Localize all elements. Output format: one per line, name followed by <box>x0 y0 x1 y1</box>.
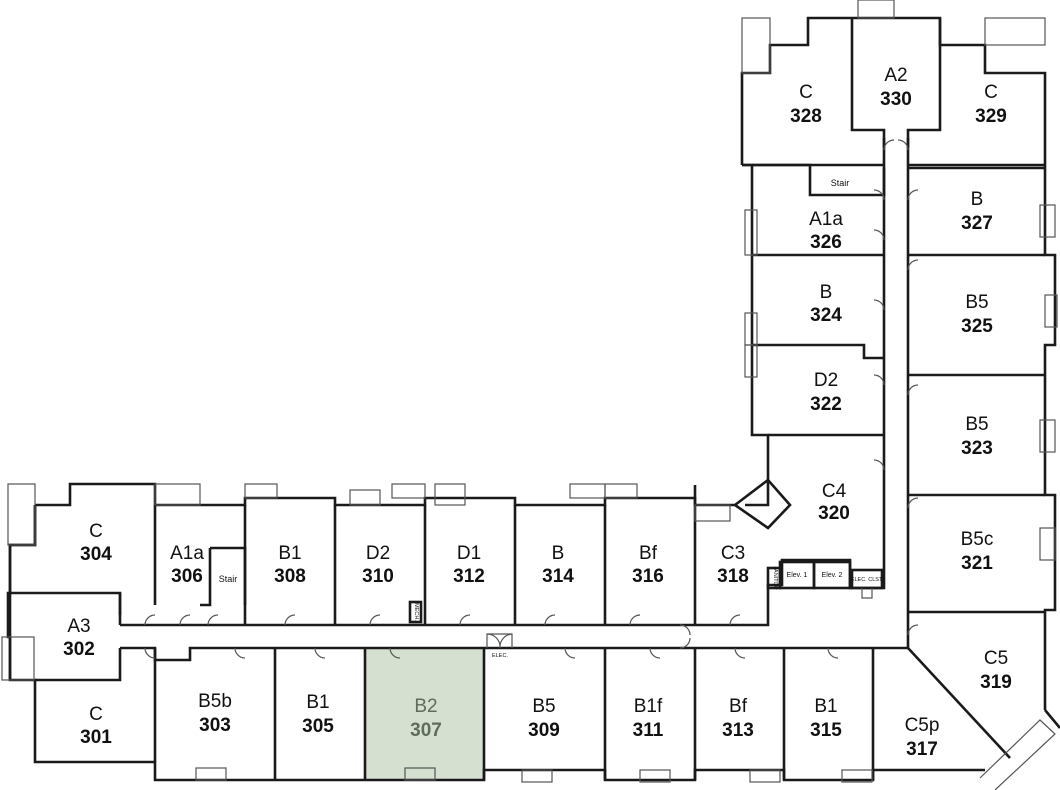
unit-type-label: A2 <box>884 65 907 86</box>
unit-number-label: 309 <box>528 720 560 741</box>
unit-number-label: 322 <box>810 394 842 415</box>
unit-number-label: 321 <box>961 553 993 574</box>
elec-closet-label: ELEC. CLST. <box>851 577 884 583</box>
unit-number-label: 318 <box>717 566 749 587</box>
exterior-walls <box>6 16 1060 782</box>
unit-number-label: 324 <box>810 305 842 326</box>
unit-number-label: 305 <box>302 716 334 737</box>
unit-type-label: C5p <box>905 715 940 736</box>
unit-number-label: 327 <box>961 213 993 234</box>
unit-type-label: B <box>552 543 565 564</box>
elec-label: ELEC. <box>492 653 508 659</box>
unit-number-label: 330 <box>880 89 912 110</box>
unit-number-label: 326 <box>810 232 842 253</box>
unit-number-label: 302 <box>63 639 95 660</box>
unit-number-label: 314 <box>542 566 574 587</box>
unit-number-label: 312 <box>453 566 485 587</box>
unit-number-label: 323 <box>961 438 993 459</box>
unit-type-label: B5c <box>961 529 994 550</box>
unit-walls <box>8 18 1045 780</box>
unit-number-label: 306 <box>171 566 203 587</box>
unit-number-label: 304 <box>80 544 112 565</box>
doors <box>144 139 919 659</box>
unit-type-label: B1f <box>634 696 663 717</box>
unit-number-label: 328 <box>790 106 822 127</box>
unit-type-label: D2 <box>366 543 390 564</box>
stair-label-west: Stair <box>219 574 238 584</box>
unit-type-label: C <box>984 82 998 103</box>
unit-type-label: C <box>89 521 103 542</box>
unit-number-label: 319 <box>980 672 1012 693</box>
mech-label: MECH. <box>413 603 419 621</box>
elevator-2-label: Elev. 2 <box>822 572 843 579</box>
unit-number-label: 316 <box>632 566 664 587</box>
unit-type-label: D1 <box>457 543 481 564</box>
unit-type-label: C <box>799 82 813 103</box>
stair-label-north: Stair <box>831 178 850 188</box>
unit-number-label: 325 <box>961 316 993 337</box>
unit-type-label: Bf <box>729 696 748 717</box>
unit-type-label: C4 <box>822 481 847 502</box>
unit-number-label: 320 <box>818 503 850 524</box>
unit-type-label: C3 <box>721 543 745 564</box>
unit-labels: C 304 A3 302 C 301 A1a 306 B1 308 D2 310… <box>63 65 1012 760</box>
unit-type-label: B1 <box>278 543 301 564</box>
unit-type-label: A1a <box>809 209 843 230</box>
unit-number-label: 303 <box>199 715 231 736</box>
unit-307-highlight <box>365 649 484 780</box>
unit-type-label: B1 <box>814 696 837 717</box>
unit-type-label: A3 <box>67 616 90 637</box>
unit-number-label: 317 <box>906 739 938 760</box>
unit-type-label: D2 <box>814 370 838 391</box>
unit-type-label: B5b <box>198 691 232 712</box>
unit-type-label: A1a <box>170 543 204 564</box>
unit-number-label: 313 <box>722 720 754 741</box>
janitor-label: JANITOR <box>772 566 778 589</box>
unit-number-label: 308 <box>274 566 306 587</box>
service-labels: Stair Stair Elev. 1 Elev. 2 ELEC. CLST. … <box>219 178 884 659</box>
unit-number-label: 310 <box>362 566 394 587</box>
unit-number-label: 315 <box>810 720 842 741</box>
unit-number-label: 307 <box>410 720 442 741</box>
unit-type-label: B5 <box>965 414 988 435</box>
unit-number-label: 311 <box>633 720 664 741</box>
unit-type-label: B <box>971 189 984 210</box>
unit-type-label: C <box>89 704 103 725</box>
elevator-1-label: Elev. 1 <box>787 572 808 579</box>
unit-type-label: B1 <box>306 692 329 713</box>
unit-type-label: B5 <box>965 292 988 313</box>
unit-type-label: B <box>820 282 833 303</box>
unit-type-label: Bf <box>639 543 658 564</box>
unit-type-label: B5 <box>532 696 555 717</box>
unit-number-label: 329 <box>975 106 1007 127</box>
unit-type-label: B2 <box>414 696 437 717</box>
unit-type-label: C5 <box>984 648 1008 669</box>
unit-number-label: 301 <box>80 727 112 748</box>
